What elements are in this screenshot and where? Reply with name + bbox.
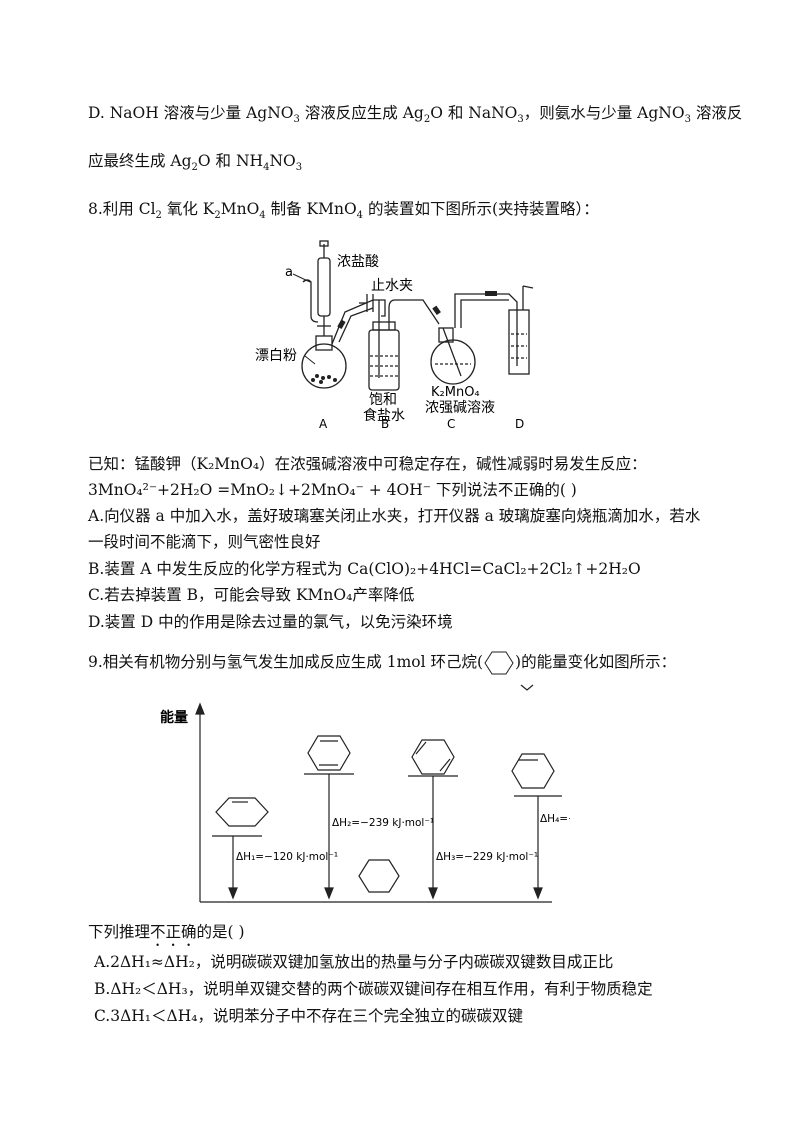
label-b-liquid1: 饱和 bbox=[369, 392, 397, 408]
q8-option-a-line2: 一段时间不能滴下，则气密性良好 bbox=[88, 533, 321, 551]
prev-option-d-line1: D. NaOH 溶液与少量 AgNO3 溶液反应生成 Ag2O 和 NaNO3，… bbox=[88, 101, 742, 125]
q9-option-b: B.ΔH₂＜ΔH₃，说明单双键交替的两个碳碳双键间存在相互作用，有利于物质稳定 bbox=[94, 980, 653, 998]
small-chevron-icon bbox=[520, 684, 534, 691]
text-run: O 和 NH bbox=[197, 152, 264, 170]
label-C: C bbox=[447, 417, 455, 430]
label-c-liquid2: 浓强碱溶液 bbox=[425, 400, 495, 416]
q8-known-2: 3MnO₄²⁻+2H₂O =MnO₂↓+2MnO₄⁻ + 4OH⁻ 下列说法不正… bbox=[88, 481, 577, 499]
text-run: 的是( ) bbox=[196, 923, 245, 941]
subscript: 2 bbox=[423, 114, 431, 126]
dh2-label: ΔH₂=−239 kJ·mol⁻¹ bbox=[332, 817, 434, 829]
label-c-liquid1: K₂MnO₄ bbox=[431, 385, 480, 400]
text-run: )的能量变化如图所示： bbox=[515, 653, 677, 671]
text-run: MnO bbox=[220, 200, 260, 218]
cyclohexane-icon bbox=[484, 651, 514, 675]
text-run: 下列推理 bbox=[88, 923, 151, 941]
text-run: ，则氨水与少量 AgNO bbox=[523, 104, 685, 122]
q9-option-a: A.2ΔH₁≈ΔH₂，说明碳碳双键加氢放出的热量与分子内碳碳双键数目成正比 bbox=[94, 953, 614, 971]
subscript: 3 bbox=[517, 114, 524, 126]
label-clamp: 止水夹 bbox=[371, 278, 413, 294]
text-run: D. NaOH 溶液与少量 AgNO bbox=[88, 104, 294, 122]
dh4-label: ΔH₄=−208 kJ·mol⁻¹ bbox=[540, 813, 570, 825]
text-run: 的装置如下图所示(夹持装置略）： bbox=[363, 200, 599, 218]
q9-stem: 9.相关有机物分别与氢气发生加成反应生成 1mol 环己烷( )的能量变化如图所示… bbox=[88, 650, 676, 676]
energy-diagram: 能量 ΔH₁=−120 kJ·mol⁻¹ ΔH₂=−239 kJ·mol⁻¹ Δ… bbox=[160, 702, 570, 903]
subscript: 4 bbox=[356, 210, 364, 222]
label-a: a bbox=[285, 265, 293, 280]
subscript: 4 bbox=[259, 210, 266, 222]
label-B: B bbox=[381, 417, 389, 430]
text-run: 应最终生成 Ag bbox=[88, 152, 192, 170]
text-run: 溶液反 bbox=[690, 104, 743, 122]
text-run: 8.利用 Cl bbox=[88, 200, 156, 218]
q8-stem: 8.利用 Cl2 氧化 K2MnO4 制备 KMnO4 的装置如下图所示(夹持装… bbox=[88, 197, 599, 221]
subscript: 4 bbox=[263, 162, 270, 174]
subscript: 2 bbox=[191, 162, 198, 174]
subscript: 3 bbox=[295, 162, 303, 174]
subscript: 2 bbox=[155, 210, 162, 222]
q8-option-a-line1: A.向仪器 a 中加入水，盖好玻璃塞关闭止水夹，打开仪器 a 玻璃旋塞向烧瓶滴加… bbox=[88, 507, 701, 525]
label-bleach: 漂白粉 bbox=[255, 348, 297, 364]
apparatus-figure: a 浓盐酸 止水夹 漂白粉 饱和 食盐水 K₂MnO₄ 浓强碱溶液 A B C … bbox=[255, 240, 534, 430]
dh1-label: ΔH₁=−120 kJ·mol⁻¹ bbox=[236, 851, 338, 863]
text-run: 氧化 K bbox=[161, 200, 215, 218]
q8-option-d: D.装置 D 中的作用是除去过量的氯气，以免污染环境 bbox=[88, 613, 453, 631]
text-run: 制备 KMnO bbox=[265, 200, 357, 218]
text-run: O 和 NaNO bbox=[430, 104, 518, 122]
label-conc-hcl: 浓盐酸 bbox=[337, 254, 379, 270]
label-D: D bbox=[515, 417, 524, 430]
text-run: NO bbox=[269, 152, 296, 170]
q8-option-c: C.若去掉装置 B，可能会导致 KMnO₄产率降低 bbox=[88, 586, 415, 604]
text-run: 溶液反应生成 Ag bbox=[299, 104, 424, 122]
subscript: 3 bbox=[293, 114, 300, 126]
label-A: A bbox=[319, 417, 328, 430]
text-run: 9.相关有机物分别与氢气发生加成反应生成 1mol 环己烷( bbox=[88, 653, 484, 671]
energy-axis-label: 能量 bbox=[160, 709, 188, 726]
subscript: 3 bbox=[684, 114, 691, 126]
subscript: 2 bbox=[214, 210, 221, 222]
q8-known-1: 已知：锰酸钾（K₂MnO₄）在浓强碱溶液中可稳定存在，碱性减弱时易发生反应： bbox=[88, 455, 647, 473]
q9-option-c: C.3ΔH₁＜ΔH₄，说明苯分子中不存在三个完全独立的碳碳双键 bbox=[94, 1007, 523, 1025]
prev-option-d-line2: 应最终生成 Ag2O 和 NH4NO3 bbox=[88, 149, 302, 173]
dh3-label: ΔH₃=−229 kJ·mol⁻¹ bbox=[436, 851, 538, 863]
q9-question: 下列推理不正确的是( ) bbox=[88, 920, 245, 950]
label-b-liquid2: 食盐水 bbox=[363, 407, 405, 424]
q8-option-b: B.装置 A 中发生反应的化学方程式为 Ca(ClO)₂+4HCl=CaCl₂+… bbox=[88, 560, 641, 578]
emphasized-text: 不正确 bbox=[150, 923, 197, 941]
